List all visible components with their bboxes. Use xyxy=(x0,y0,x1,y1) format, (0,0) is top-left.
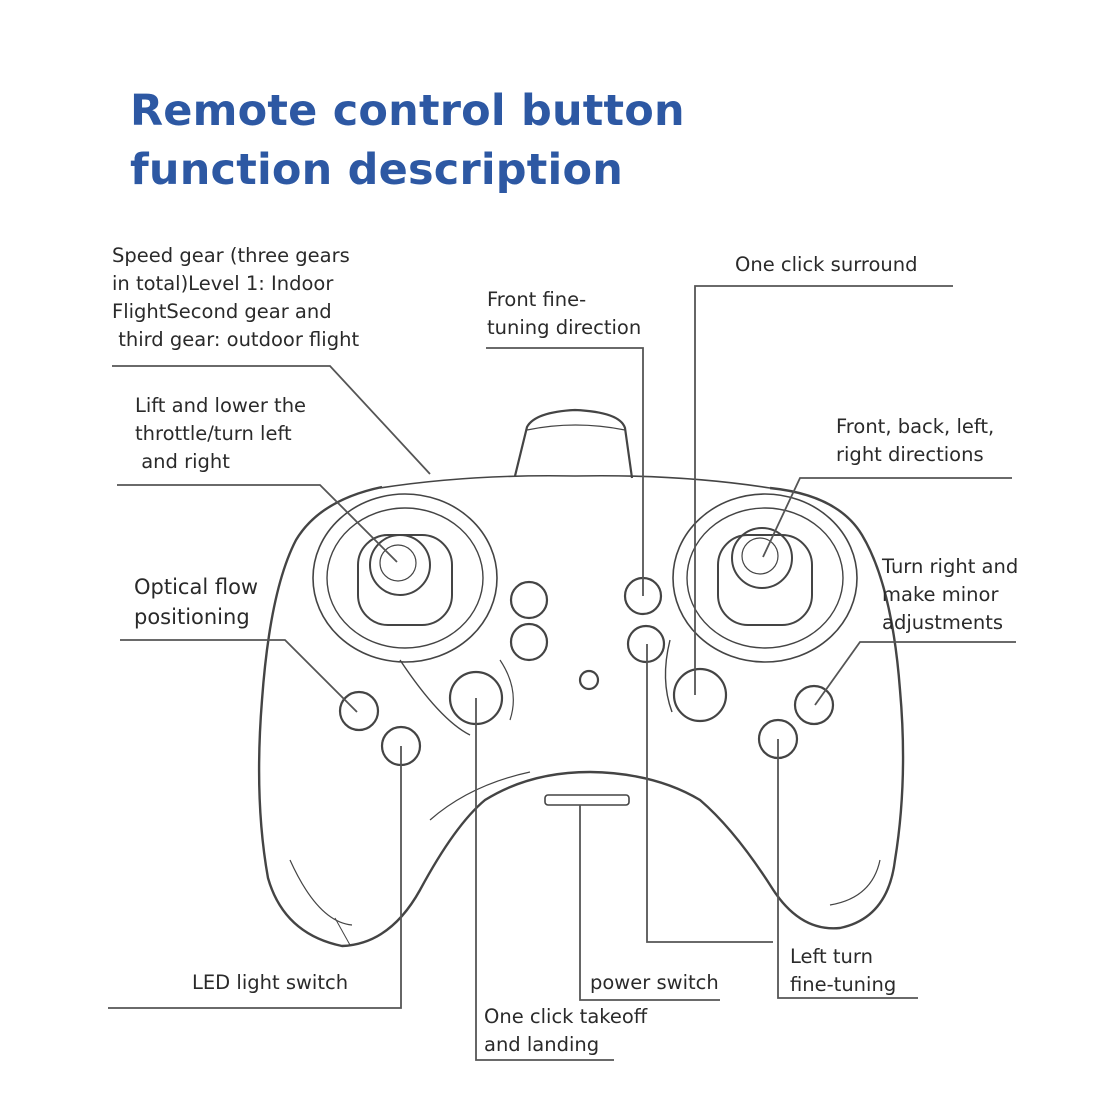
leader-directions xyxy=(762,477,1012,558)
leader-led-switch xyxy=(108,746,402,1009)
label-line: One click takeoff xyxy=(484,1005,648,1028)
leader-speed-gear xyxy=(112,365,431,475)
label-left-turn-fine-tuning: Left turn fine-tuning xyxy=(790,943,896,999)
leader-lines xyxy=(108,285,1016,1061)
label-line: right directions xyxy=(836,443,984,466)
label-line: Front fine- xyxy=(487,288,587,311)
label-line: One click surround xyxy=(735,253,918,276)
label-led-switch: LED light switch xyxy=(192,969,348,997)
label-line: in total)Level 1: Indoor xyxy=(112,272,334,295)
label-front-fine-tuning: Front fine- tuning direction xyxy=(487,286,641,342)
label-line: Turn right and xyxy=(882,555,1019,578)
leader-power-switch xyxy=(579,805,720,1001)
leader-left-turn xyxy=(646,644,773,943)
label-line: FlightSecond gear and xyxy=(112,300,332,323)
label-line: positioning xyxy=(134,605,250,629)
label-line: and right xyxy=(135,450,230,473)
label-turn-right: Turn right and make minor adjustments xyxy=(882,553,1018,637)
label-line: Left turn xyxy=(790,945,873,968)
label-throttle: Lift and lower the throttle/turn left an… xyxy=(135,392,306,476)
label-line: third gear: outdoor flight xyxy=(112,328,360,351)
page-title: Remote control button function descripti… xyxy=(130,82,830,200)
label-surround: One click surround xyxy=(735,251,917,279)
label-line: adjustments xyxy=(882,611,1004,634)
label-takeoff-landing: One click takeoff and landing xyxy=(484,1003,647,1059)
leader-optical-flow xyxy=(120,639,358,713)
label-line: tuning direction xyxy=(487,316,642,339)
label-optical-flow: Optical flow positioning xyxy=(134,572,258,632)
leader-left-fine xyxy=(777,739,918,999)
leader-surround xyxy=(694,285,953,695)
title-line-1: Remote control button xyxy=(130,86,685,136)
label-line: Optical flow xyxy=(134,575,259,599)
controller-body xyxy=(257,408,905,948)
leader-takeoff xyxy=(475,698,614,1061)
label-directions: Front, back, left, right directions xyxy=(836,413,994,469)
leader-front-fine xyxy=(486,347,644,596)
label-line: and landing xyxy=(484,1033,600,1056)
label-line: Lift and lower the xyxy=(135,394,307,417)
leader-turn-right xyxy=(814,641,1016,706)
label-line: Front, back, left, xyxy=(836,415,995,438)
label-line: LED light switch xyxy=(192,971,349,994)
label-line: make minor xyxy=(882,583,999,606)
label-line: Speed gear (three gears xyxy=(112,244,350,267)
title-line-2: function description xyxy=(130,145,624,195)
label-line: throttle/turn left xyxy=(135,422,292,445)
label-line: fine-tuning xyxy=(790,973,897,996)
label-power-switch: power switch xyxy=(590,969,719,997)
label-speed-gear: Speed gear (three gears in total)Level 1… xyxy=(112,242,359,354)
leader-throttle xyxy=(117,484,398,563)
label-line: power switch xyxy=(590,971,719,994)
